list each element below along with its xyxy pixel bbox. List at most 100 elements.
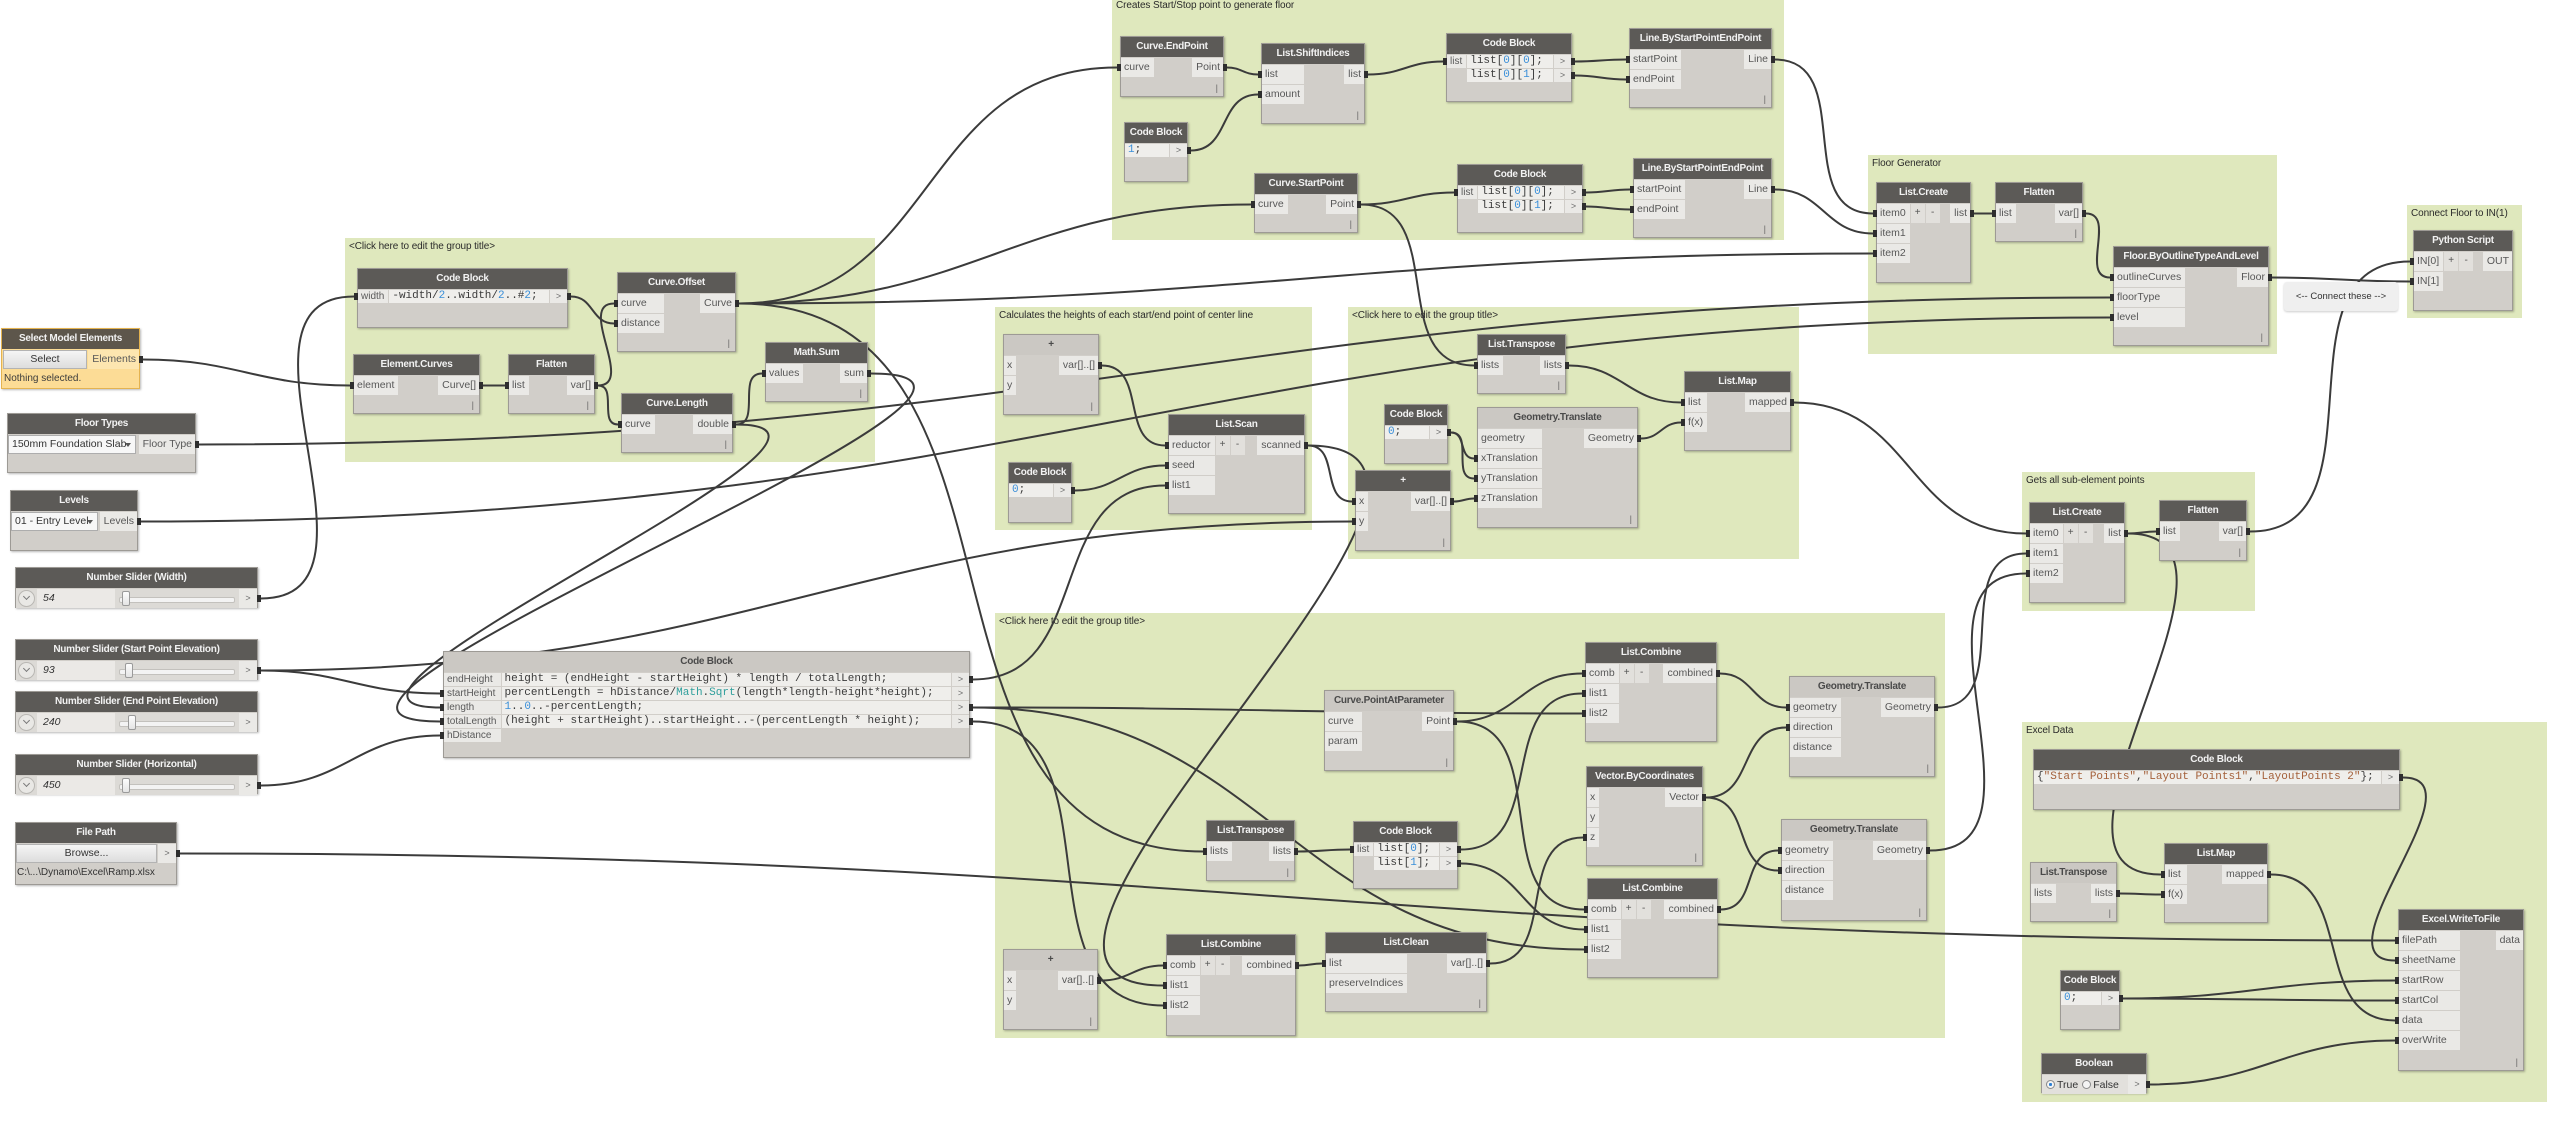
input-port-curve[interactable]: curve: [614, 294, 665, 313]
wire[interactable]: [1297, 848, 1351, 853]
input-connector-nub[interactable]: [1163, 962, 1167, 969]
input-connector-nub[interactable]: [1786, 724, 1790, 731]
input-connector-nub[interactable]: [354, 293, 358, 300]
output-port-lists[interactable]: lists: [2090, 884, 2120, 903]
wire[interactable]: [179, 852, 2396, 942]
slider-value[interactable]: 54: [37, 589, 115, 608]
input-connector-nub[interactable]: [2026, 530, 2030, 537]
code-line[interactable]: -width/2..width/2..#2;: [389, 290, 549, 303]
input-connector-nub[interactable]: [1203, 848, 1207, 855]
add-input-button[interactable]: +: [1619, 664, 1634, 683]
input-connector-nub[interactable]: [1873, 250, 1877, 257]
wire[interactable]: [1456, 672, 1583, 723]
lacing-indicator[interactable]: |: [586, 400, 589, 410]
code-line[interactable]: list[0][1];: [1478, 200, 1564, 213]
wire[interactable]: [1360, 203, 1475, 367]
chevron-down-icon[interactable]: [18, 714, 35, 731]
input-port-item1[interactable]: item1: [2026, 544, 2063, 563]
lacing-indicator[interactable]: |: [1215, 83, 1218, 93]
lacing-indicator[interactable]: |: [1694, 852, 1697, 862]
lacing-indicator[interactable]: |: [859, 388, 862, 398]
output-port-geometry[interactable]: Geometry: [1880, 698, 1938, 717]
output-connector-nub[interactable]: [2268, 274, 2272, 281]
lacing-indicator[interactable]: |: [2260, 332, 2263, 342]
output-connector-nub[interactable]: [1582, 189, 1586, 196]
output-port-line-1[interactable]: >: [550, 290, 571, 303]
input-connector-nub[interactable]: [2161, 891, 2165, 898]
output-port-line[interactable]: Line: [1744, 180, 1775, 199]
input-port-x-translation[interactable]: xTranslation: [1474, 449, 1542, 468]
wire[interactable]: [1367, 60, 1444, 76]
input-connector-nub[interactable]: [1165, 462, 1169, 469]
input-port-geometry[interactable]: geometry: [1478, 429, 1542, 448]
input-connector-nub[interactable]: [2395, 957, 2399, 964]
input-connector-nub[interactable]: [505, 382, 509, 389]
input-port-item0[interactable]: item0: [1873, 204, 1910, 223]
input-connector-nub[interactable]: [1626, 76, 1630, 83]
input-port-distance[interactable]: distance: [1782, 881, 1833, 900]
output-port-scanned[interactable]: scanned: [1257, 436, 1308, 455]
output-port-line-1[interactable]: >: [1054, 484, 1075, 497]
slider-value[interactable]: 450: [37, 776, 115, 795]
output-connector-nub[interactable]: [1097, 977, 1101, 984]
input-port-function[interactable]: f(x): [2161, 885, 2188, 904]
output-port-var[interactable]: var[]: [2218, 522, 2250, 541]
input-connector-nub[interactable]: [1352, 518, 1356, 525]
input-connector-nub[interactable]: [2110, 314, 2114, 321]
output-port-line-1[interactable]: >: [2382, 771, 2403, 784]
output-port-line-2[interactable]: >: [1565, 200, 1586, 213]
output-connector-nub[interactable]: [594, 382, 598, 389]
input-port-item2[interactable]: item2: [1873, 244, 1910, 263]
input-port-y[interactable]: y: [1587, 808, 1600, 827]
wire[interactable]: [1456, 720, 1585, 911]
remove-input-button[interactable]: -: [2459, 252, 2474, 271]
output-port-line-2[interactable]: >: [1440, 857, 1461, 870]
wire[interactable]: [738, 252, 1874, 305]
input-port-file-path[interactable]: filePath: [2395, 931, 2460, 950]
output-port-line-1[interactable]: >: [952, 673, 973, 686]
input-connector-nub[interactable]: [2410, 258, 2414, 265]
input-port-preserve-indices[interactable]: preserveIndices: [1326, 974, 1408, 993]
input-port-direction[interactable]: direction: [1786, 718, 1841, 737]
input-port-item0[interactable]: item0: [2026, 524, 2063, 543]
wire[interactable]: [1774, 188, 1874, 235]
node-code-block-start-pair[interactable]: Code Block list list[0][0]; list[0][1]; …: [1454, 164, 1586, 233]
input-port-param[interactable]: param: [1325, 732, 1362, 751]
input-port-list[interactable]: list: [1454, 186, 1478, 199]
wire[interactable]: [1574, 58, 1627, 63]
output-connector-nub[interactable]: [1582, 203, 1586, 210]
node-math-sum[interactable]: Math.Sum values sum |: [762, 342, 871, 402]
node-add-elevation[interactable]: + x y var[]..[] |: [1352, 470, 1454, 551]
node-floor-types[interactable]: Floor Types 150mm Foundation Slab Floor …: [7, 413, 199, 473]
output-connector-nub[interactable]: [1771, 56, 1775, 63]
output-port-line-1[interactable]: >: [1554, 55, 1575, 68]
input-port-list[interactable]: list: [1258, 65, 1305, 84]
output-port-number[interactable]: >: [239, 713, 257, 732]
output-port-mapped[interactable]: mapped: [1745, 393, 1794, 412]
input-port-function[interactable]: f(x): [1681, 413, 1708, 432]
input-port-in-0[interactable]: IN[0]: [2410, 252, 2444, 271]
output-port-geometry[interactable]: Geometry: [1583, 429, 1641, 448]
input-port-y[interactable]: y: [1004, 991, 1017, 1010]
lacing-indicator[interactable]: |: [1478, 998, 1481, 1008]
radio-false[interactable]: False: [2082, 1079, 2119, 1091]
input-port-floor-type[interactable]: floorType: [2110, 288, 2186, 307]
group-title[interactable]: Gets all sub-element points: [2026, 475, 2145, 486]
code-line[interactable]: 0;: [1385, 426, 1429, 439]
output-connector-nub[interactable]: [257, 782, 261, 789]
input-port-list[interactable]: list: [2156, 522, 2180, 541]
chevron-down-icon[interactable]: [18, 662, 35, 679]
output-port-line[interactable]: Line: [1744, 50, 1775, 69]
input-port-seed[interactable]: seed: [1165, 456, 1215, 475]
node-curve-offset[interactable]: Curve.Offset curve distance Curve |: [614, 272, 739, 352]
input-connector-nub[interactable]: [440, 718, 444, 725]
input-connector-nub[interactable]: [1322, 960, 1326, 967]
input-connector-nub[interactable]: [2395, 977, 2399, 984]
output-port-var[interactable]: var[]: [566, 376, 598, 395]
slider-track[interactable]: [119, 589, 235, 608]
node-code-block-split-sides[interactable]: Code Block list list[0]; list[1]; > >: [1350, 821, 1461, 889]
slider-track[interactable]: [119, 661, 235, 680]
output-connector-nub[interactable]: [2246, 528, 2250, 535]
input-connector-nub[interactable]: [1630, 186, 1634, 193]
